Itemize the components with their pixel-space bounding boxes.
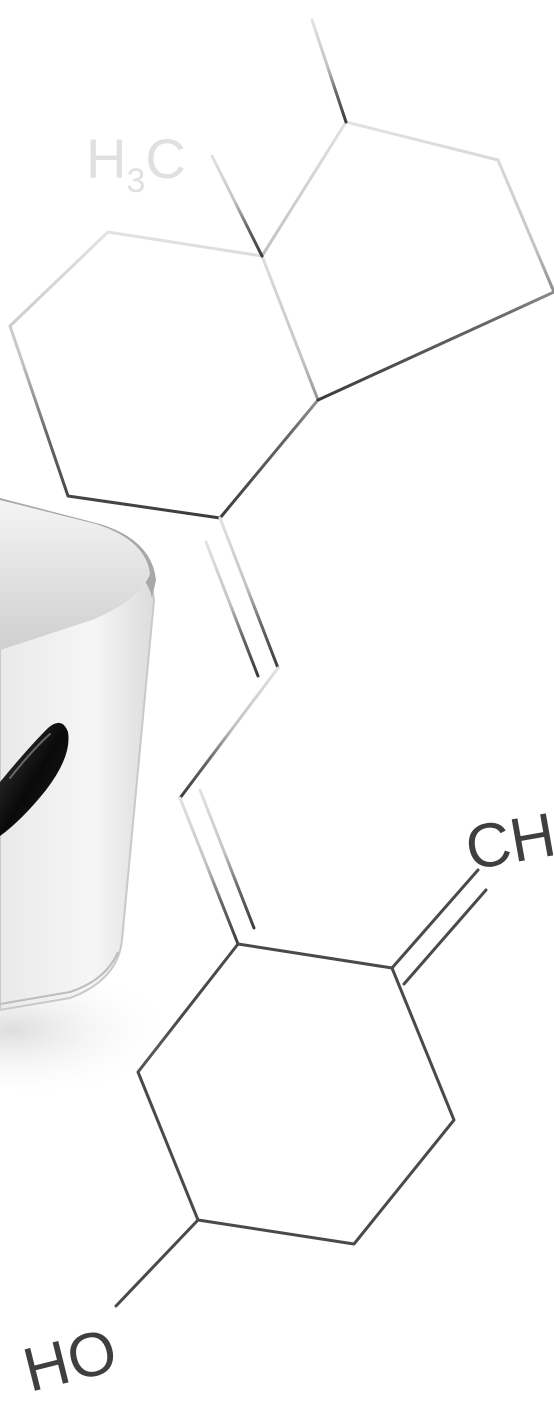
methyl-label-h: H	[86, 127, 126, 190]
device-slot-highlight	[9, 733, 51, 779]
methyl-label-c: C	[145, 127, 185, 190]
double-bond-1a	[218, 516, 280, 670]
methylene-bond-a	[390, 868, 480, 970]
device-base-edge	[0, 951, 119, 1005]
chain-link	[178, 666, 280, 800]
double-bond-1b	[204, 540, 260, 678]
device-slot	[0, 722, 69, 836]
side-chain	[310, 18, 348, 124]
methylene-bond-b	[402, 888, 488, 986]
ring-five	[260, 120, 554, 402]
double-bond-2a	[178, 796, 240, 946]
methyl-label-sub: 3	[126, 162, 145, 200]
methyl-label: H3C	[86, 127, 186, 200]
hydroxyl-bond	[114, 1218, 200, 1308]
device-top-surface	[0, 500, 150, 650]
double-bond-2b	[198, 788, 256, 930]
methylene-label: CH	[460, 800, 554, 884]
methyl-bond	[210, 154, 264, 258]
